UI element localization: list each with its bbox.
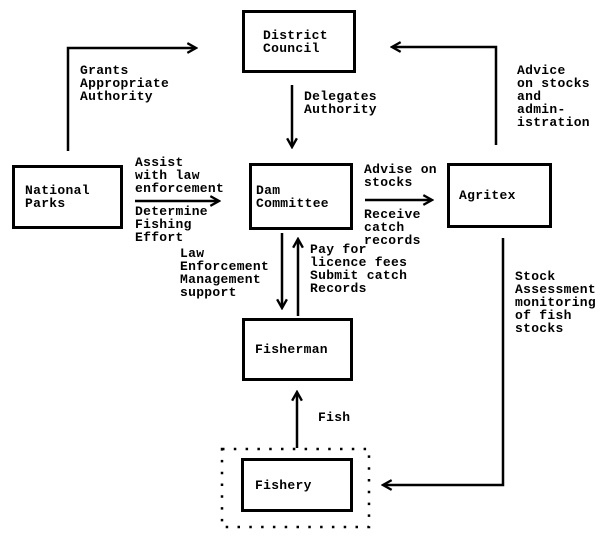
label-receive-catch-records: Receive catch records: [364, 207, 421, 248]
label-grants-appropriate-authority: Grants Appropriate Authority: [80, 63, 170, 104]
label-advice-on-stocks-administration: Advice on stocks and admin- istration: [517, 63, 590, 130]
arrow-agritex-to-fishery: [383, 238, 505, 485]
arrow-agritex-to-district-council: [392, 47, 498, 145]
box-fishery: Fishery: [241, 458, 353, 512]
box-fishery-label: Fishery: [255, 477, 312, 493]
box-fisherman-label: Fisherman: [255, 342, 328, 357]
box-agritex: Agritex: [447, 163, 552, 228]
label-assist-with-law-enforcement: Assist with law enforcement: [135, 155, 225, 196]
label-stock-assessment-monitoring: Stock Assessment monitoring of fish stoc…: [515, 269, 597, 336]
box-district-council: District Council: [242, 10, 356, 73]
label-determine-fishing-effort: Determine Fishing Effort: [135, 204, 208, 245]
box-national-parks-label: National Parks: [25, 183, 90, 211]
box-national-parks: National Parks: [12, 165, 123, 229]
box-agritex-label: Agritex: [459, 188, 516, 203]
box-dam-committee-label: Dam Committee: [256, 182, 329, 211]
label-pay-licence-fees-submit-catch-records: Pay for licence fees Submit catch Record…: [310, 242, 408, 296]
box-dam-committee: Dam Committee: [249, 163, 353, 230]
box-fisherman: Fisherman: [242, 318, 353, 381]
box-district-council-label: District Council: [263, 27, 328, 56]
arrow-national-parks-to-district-council: [66, 48, 196, 151]
label-law-enforcement-management-support: Law Enforcement Management support: [180, 246, 270, 300]
label-fish: Fish: [318, 410, 351, 425]
label-advise-on-stocks: Advise on stocks: [364, 162, 437, 190]
label-delegates-authority: Delegates Authority: [304, 89, 377, 117]
